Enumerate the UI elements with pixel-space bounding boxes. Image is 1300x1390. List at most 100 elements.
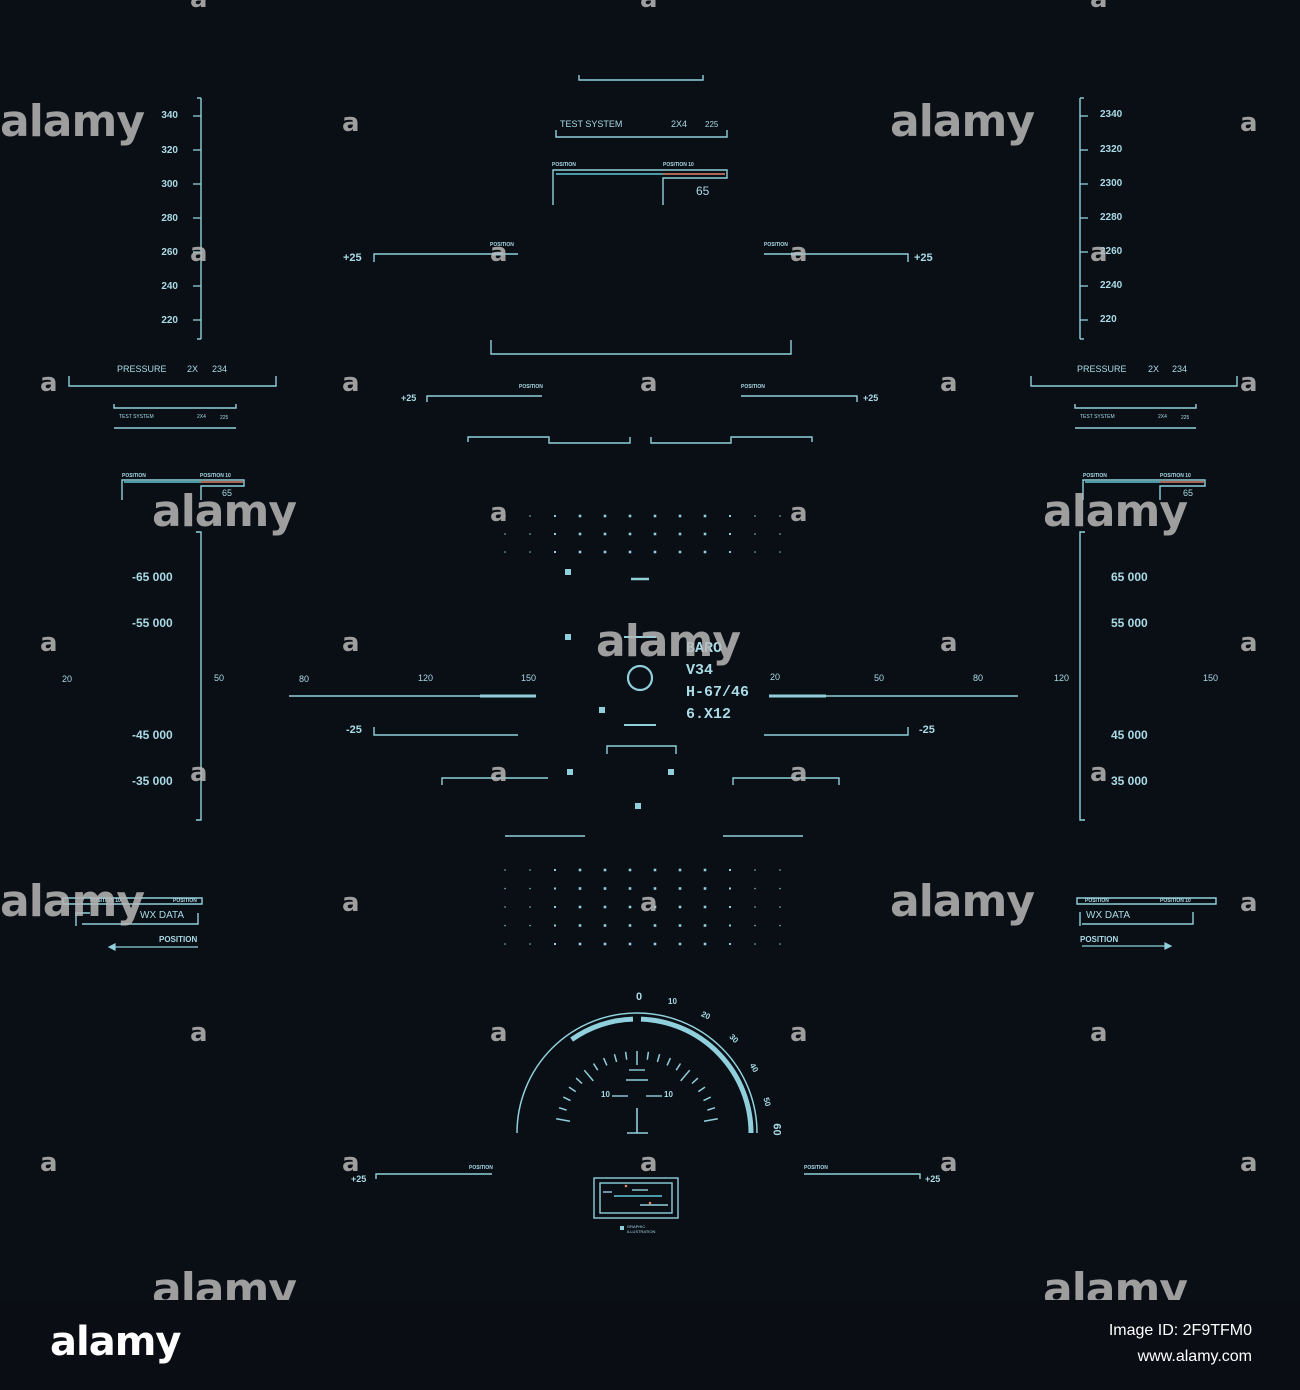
site-url: www.alamy.com: [1137, 1348, 1252, 1365]
grid-dot: [779, 943, 781, 945]
gauge-label: 60: [770, 1123, 783, 1136]
speed-label: 80: [973, 673, 984, 683]
pitch-plus-label: +25: [401, 393, 417, 403]
position-10-label: POSITION 10: [663, 162, 694, 168]
gauge-label: 10: [668, 997, 677, 1006]
grid-dot: [628, 514, 632, 518]
right-scale-label: 2280: [1100, 212, 1123, 223]
gauge-tick: [558, 1106, 567, 1111]
pitch-position-label: POSITION: [741, 384, 765, 390]
grid-dot: [754, 869, 756, 871]
grid-dot: [754, 515, 756, 517]
watermark-letter: a: [1090, 0, 1108, 12]
watermark-letter: a: [1240, 888, 1258, 918]
right-scale-label: 2300: [1100, 178, 1123, 189]
pressure-code: 2X: [1148, 364, 1160, 374]
gauge-band: [640, 1016, 754, 1134]
wx-position: POSITION: [1085, 898, 1109, 904]
mini-panel-caption: GRAPHIC: [627, 1224, 646, 1229]
right-scale-label: 2260: [1100, 246, 1123, 257]
gauge-tick: [703, 1096, 712, 1102]
pitch-position-label: POSITION: [490, 242, 514, 248]
grid-dot: [754, 924, 756, 927]
gauge-tick: [624, 1051, 628, 1060]
right-scale-label: 2320: [1100, 144, 1123, 155]
watermark-letter: a: [490, 1018, 508, 1048]
pressure-label: PRESSURE: [117, 364, 167, 374]
grid-dot: [779, 515, 781, 517]
speed-label: 50: [874, 673, 885, 683]
grid-dot: [504, 924, 506, 927]
position-10-label: POSITION 10: [200, 473, 231, 479]
grid-dot: [703, 514, 707, 518]
grid-dot: [729, 887, 731, 890]
speed-label: 120: [418, 673, 434, 683]
wx-position: POSITION: [173, 898, 197, 904]
grid-dot: [603, 887, 607, 890]
grid-dot: [578, 887, 582, 890]
test-system-code: 2X4: [197, 414, 206, 420]
grid-dot: [554, 887, 556, 890]
watermark-letter: a: [790, 498, 808, 528]
gauge-band: [570, 1016, 634, 1042]
test-system-label: TEST SYSTEM: [119, 414, 154, 420]
grid-dot: [554, 533, 556, 535]
grid-dot: [678, 532, 682, 536]
grid-dot: [603, 550, 607, 554]
readout-line: 6.X12: [686, 706, 732, 723]
gauge-label: 0: [636, 991, 643, 1003]
mini-panel-caption: ILLUSTRATION: [627, 1229, 656, 1234]
grid-dot: [779, 924, 781, 927]
grid-dot: [653, 868, 657, 872]
watermark: alamy: [890, 876, 1035, 927]
grid-dot: [779, 869, 781, 871]
watermark-letter: a: [40, 1148, 58, 1178]
left-scale-label: 320: [161, 145, 178, 156]
watermark-letter: a: [1090, 758, 1108, 788]
grid-dot: [754, 551, 756, 553]
grid-dot: [779, 906, 781, 908]
watermark-letter: a: [190, 1018, 208, 1048]
baro-readout: BARO V34 H-67/46 6.X12: [686, 638, 749, 726]
grid-dot: [529, 943, 531, 945]
watermark-letter: a: [790, 1018, 808, 1048]
watermark-letter: a: [1090, 238, 1108, 268]
grid-dot: [578, 942, 582, 946]
grid-dot: [653, 550, 657, 554]
watermark: alamy: [890, 96, 1035, 147]
grid-dot: [603, 532, 607, 536]
grid-dot: [779, 887, 781, 890]
test-system-label: TEST SYSTEM: [1080, 414, 1115, 420]
grid-dot: [653, 887, 657, 890]
grid-dot: [703, 887, 707, 890]
grid-dot: [729, 924, 731, 927]
bottom-position-label: POSITION: [804, 1165, 828, 1171]
watermark-letter: a: [1240, 628, 1258, 658]
left-scale-label: 340: [161, 110, 178, 121]
pitch-plus-label: +25: [914, 252, 933, 264]
grid-dot: [628, 532, 632, 536]
hud-linework: [62, 75, 1238, 1230]
right-scale-label: 2340: [1100, 109, 1123, 120]
left-scale-label: 260: [161, 247, 178, 258]
wx-position-10: POSITION 10: [1160, 898, 1191, 904]
watermark-letter: a: [342, 368, 360, 398]
watermark-letter: a: [342, 628, 360, 658]
test-system-code: 2X4: [671, 119, 688, 129]
grid-dot: [554, 906, 556, 908]
pitch-plus-label: +25: [343, 252, 362, 264]
gauge-tick: [666, 1057, 672, 1066]
grid-dot: [603, 924, 607, 927]
watermark: alamy: [596, 616, 741, 667]
wx-position-10: POSITION 10: [90, 898, 121, 904]
grid-dot: [653, 905, 657, 909]
pressure-value: 234: [212, 364, 228, 374]
altitude-label: -35 000: [132, 774, 173, 788]
gauge-tick: [592, 1063, 599, 1071]
gauge-tick: [575, 1077, 583, 1085]
grid-dot: [729, 943, 731, 945]
bottom-plus-label: +25: [351, 1174, 367, 1184]
gauge-tick: [556, 1118, 571, 1122]
grid-dot: [703, 942, 707, 946]
bottom-position-label: POSITION: [469, 1165, 493, 1171]
